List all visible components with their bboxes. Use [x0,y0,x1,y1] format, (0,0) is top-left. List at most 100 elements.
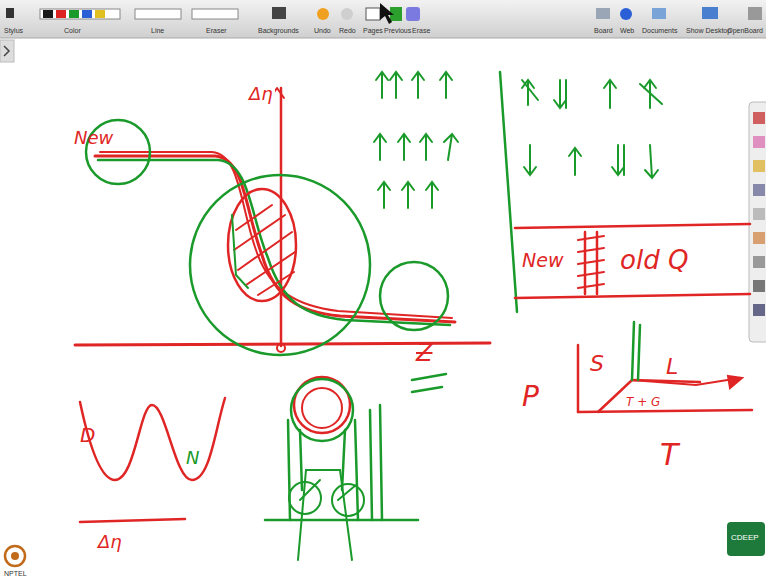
side-panels-part [0,40,14,62]
toolbar-part [406,7,420,21]
side-panels-part [4,46,9,56]
toolbar-part [69,10,79,18]
toolbar-part [380,3,394,24]
side-panels-part [753,208,765,220]
toolbar-part [341,8,353,20]
free-energy-sketch-part [277,344,285,352]
bubble-sketch-part [302,388,342,428]
double-well-part [80,398,225,480]
side-panels-part [753,280,765,292]
handwritten-label: old Q [620,246,688,275]
equals-sign-part [412,374,446,380]
side-panels-part [753,184,765,196]
toolbar-label: Undo [314,27,331,35]
equals-sign-part [412,387,442,392]
phase-band-part [515,224,750,228]
free-energy-sketch-part [98,160,450,325]
toolbar-part [95,10,105,18]
toolbar-part [0,38,766,39]
free-energy-sketch-part [232,215,248,288]
equals-sign [412,374,446,392]
toolbar-part [43,10,53,18]
free-energy-sketch-part [95,156,455,322]
side-panels-part [753,112,765,124]
phase-diagram-part [578,410,752,412]
side-panels-part [753,256,765,268]
spin-arrows-part [645,145,658,178]
free-energy-sketch-part [380,262,448,330]
spin-arrows-part [612,145,624,175]
bubble-sketch-part [370,405,382,520]
toolbar-part [748,7,762,20]
toolbar-part [620,8,632,20]
side-panels-part [753,136,765,148]
handwritten-label: T [660,438,678,471]
toolbar-label: Stylus [4,27,23,35]
free-energy-sketch-part [190,175,370,355]
logos-part [727,522,765,556]
spin-arrows-part [604,80,616,108]
logos-part [5,546,25,566]
spin-arrows-part [378,182,438,208]
free-energy-sketch-part [228,189,296,301]
spin-arrows-part [554,80,566,108]
side-panels [0,40,766,342]
toolbar-part [192,9,238,19]
toolbar-part [40,9,120,19]
toolbar-label: OpenBoard [727,27,763,35]
handwritten-label: S [590,352,604,376]
phase-diagram-part [632,322,640,380]
toolbar-part [82,10,92,18]
phase-band-part [515,294,750,298]
double-well-part [80,519,185,522]
toolbar-part [0,0,766,38]
toolbar-part [596,8,610,19]
handwritten-label: P [522,382,539,413]
toolbar-part [702,7,718,19]
toolbar-part [652,8,666,19]
toolbar-part [6,8,14,18]
spin-arrows [374,72,662,312]
spin-arrows-part [522,80,538,105]
phase-diagram-part [632,378,740,385]
spin-arrows-part [524,145,536,175]
toolbar-label: Backgrounds [258,27,299,35]
handwritten-label: New [522,250,563,271]
handwritten-label: L [666,355,678,379]
spin-arrows-part [420,134,458,160]
logos [5,522,765,566]
spin-arrows-part [640,80,662,108]
phase-band-part [578,236,604,288]
spin-arrows-part [374,134,410,160]
toolbar-label: Eraser [206,27,227,35]
side-panels-part [753,160,765,172]
toolbar-part [317,8,329,20]
phase-diagram-part [728,376,742,388]
toolbar-label: Line [151,27,164,35]
bubble-sketch-part [298,470,352,560]
double-well [80,398,225,522]
toolbar-label: Web [620,27,634,35]
toolbar-part [366,8,380,20]
spin-arrows-part [376,72,402,98]
logo-label: CDEEP [731,534,759,543]
handwritten-label: Δη [98,532,122,552]
toolbar-label: Pages [363,27,383,35]
handwritten-label: N [186,448,199,468]
toolbar-label: Documents [642,27,677,35]
handwritten-label: Δη [247,84,275,104]
handwritten-label: T + G [624,396,662,409]
toolbar-label: Previous [384,27,411,35]
free-energy-sketch [75,88,490,355]
toolbar-part [272,7,286,19]
bubble-sketch-part [332,484,364,516]
struck-label: Z [416,340,432,366]
handwritten-label: D [80,424,95,446]
toolbar-part [135,9,181,19]
toolbar-part [56,10,66,18]
bubble-sketch-part [300,480,356,500]
phase-band [515,224,750,298]
phase-diagram-part [577,345,580,412]
